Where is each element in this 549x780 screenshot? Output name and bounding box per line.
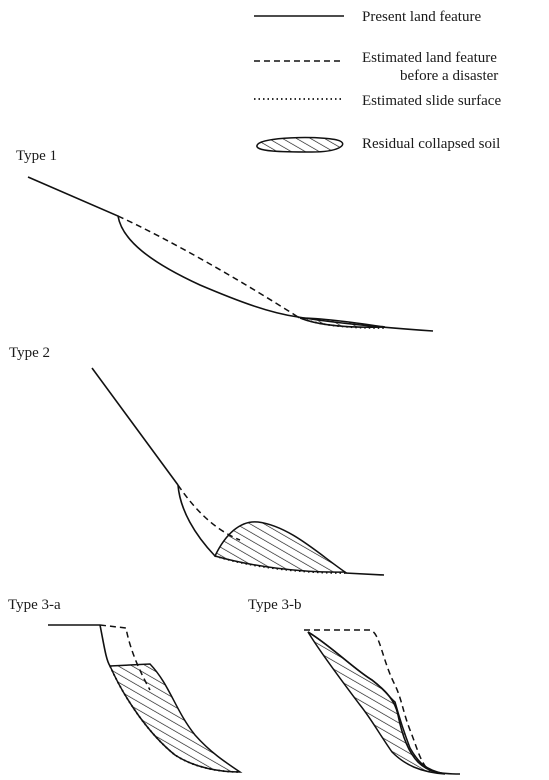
legend: Present land feature Estimated land feat… xyxy=(254,9,501,152)
type3b-collapsed-soil xyxy=(308,632,445,774)
type2-collapsed-soil xyxy=(215,522,345,572)
type2-present-toe xyxy=(345,573,384,575)
type3a-label: Type 3-a xyxy=(8,597,61,613)
legend-before-label-line1: Estimated land feature xyxy=(362,50,497,66)
type3a-diagram: Type 3-a xyxy=(8,597,240,772)
type1-before-surface xyxy=(118,216,298,317)
type2-diagram: Type 2 xyxy=(9,345,384,575)
type2-present-upper xyxy=(92,368,178,485)
type1-present-surface xyxy=(28,177,433,331)
legend-slide-label: Estimated slide surface xyxy=(362,93,501,109)
type3b-label: Type 3-b xyxy=(248,597,302,613)
type3a-collapsed-soil xyxy=(110,664,240,772)
type2-label: Type 2 xyxy=(9,345,50,361)
legend-soil-swatch xyxy=(257,138,343,152)
legend-soil-label: Residual collapsed soil xyxy=(362,136,500,152)
type1-soil-toe xyxy=(300,318,385,327)
type1-label: Type 1 xyxy=(16,148,57,164)
type1-diagram: Type 1 xyxy=(16,148,433,331)
type2-before-surface xyxy=(178,485,240,540)
type3b-diagram: Type 3-b xyxy=(248,597,460,774)
legend-present-label: Present land feature xyxy=(362,9,481,25)
legend-before-label-line2: before a disaster xyxy=(400,68,498,84)
type3a-scarp xyxy=(100,625,110,666)
type2-scarp xyxy=(178,485,215,556)
